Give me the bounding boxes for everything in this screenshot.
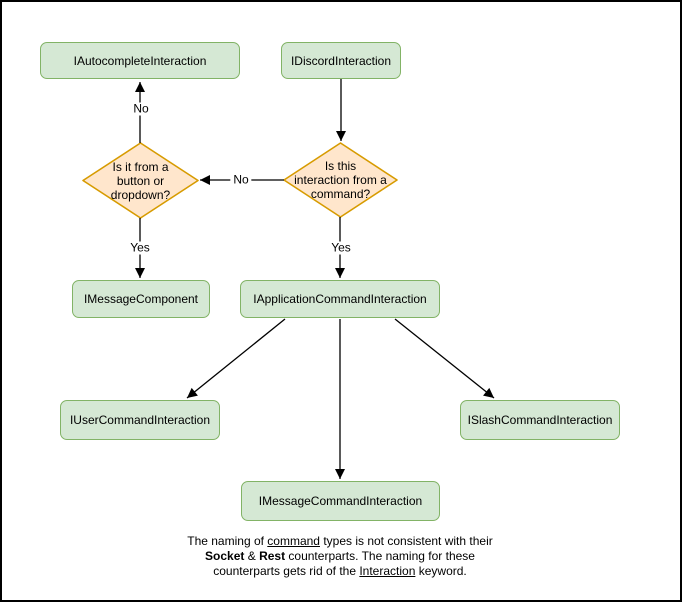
node-autocomplete-interaction: IAutocompleteInteraction xyxy=(40,42,240,79)
decision-button-dropdown-shape xyxy=(82,142,199,219)
decision-line: interaction from a xyxy=(294,173,387,187)
note-line-3: counterparts gets rid of the Interaction… xyxy=(145,564,535,579)
note-text: counterparts. The naming for these xyxy=(285,549,475,563)
node-message-command-label: IMessageCommandInteraction xyxy=(258,494,423,508)
node-message-component: IMessageComponent xyxy=(72,280,210,318)
node-discord-interaction: IDiscordInteraction xyxy=(281,42,401,79)
node-user-command-interaction: IUserCommandInteraction xyxy=(60,400,220,440)
node-discord-label: IDiscordInteraction xyxy=(290,53,392,68)
note-text-underlined: command xyxy=(267,534,320,548)
note-text-bold: Rest xyxy=(259,549,286,563)
note: The naming of command types is not consi… xyxy=(145,534,535,579)
decision-line: button or xyxy=(116,174,165,188)
edge-label-yes-to-message-component: Yes xyxy=(127,241,153,255)
node-message-command-interaction: IMessageCommandInteraction xyxy=(241,481,440,521)
node-autocomplete-label: IAutocompleteInteraction xyxy=(73,53,207,68)
edge-label-no-to-autocomplete: No xyxy=(130,102,152,116)
edge-application-to-slash-command xyxy=(394,318,495,399)
decision-button-dropdown-label: Is it from a button or dropdown? xyxy=(85,159,196,203)
edge-label-no-between-decisions: No xyxy=(230,173,252,187)
note-text: & xyxy=(244,549,260,563)
node-user-command-label: IUserCommandInteraction xyxy=(69,413,211,427)
note-text: The naming of xyxy=(187,534,268,548)
node-application-command-interaction: IApplicationCommandInteraction xyxy=(240,280,440,318)
decision-line: Is this xyxy=(324,159,357,173)
note-text: counterparts gets rid of the xyxy=(213,564,360,578)
decision-line: dropdown? xyxy=(110,188,171,202)
note-text: keyword. xyxy=(415,564,467,578)
decision-from-command-shape xyxy=(283,142,398,218)
note-line-1: The naming of command types is not consi… xyxy=(145,534,535,549)
note-text: types is not consistent with their xyxy=(319,534,493,548)
node-slash-command-label: ISlashCommandInteraction xyxy=(467,413,613,427)
edge-label-yes-to-application-command: Yes xyxy=(328,241,354,255)
decision-line: Is it from a xyxy=(112,160,169,174)
note-text-underlined: Interaction xyxy=(359,564,416,578)
node-message-component-label: IMessageComponent xyxy=(83,292,199,306)
edge-application-to-user-command xyxy=(186,318,286,399)
note-line-2: Socket & Rest counterparts. The naming f… xyxy=(145,549,535,564)
decision-from-command-label: Is this interaction from a command? xyxy=(283,158,398,202)
decision-line: command? xyxy=(310,187,371,201)
note-text-bold: Socket xyxy=(205,549,245,563)
node-application-command-label: IApplicationCommandInteraction xyxy=(253,292,427,306)
node-slash-command-interaction: ISlashCommandInteraction xyxy=(460,400,620,440)
